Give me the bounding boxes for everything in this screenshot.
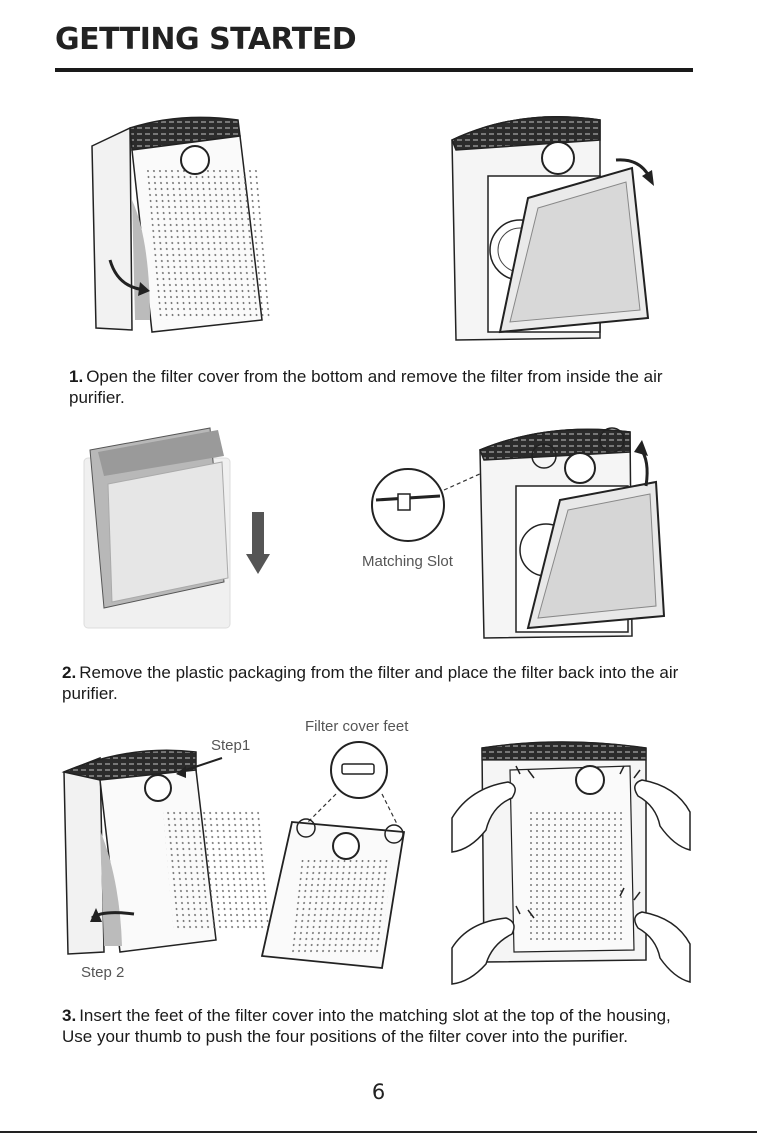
filter-cover-feet-label: Filter cover feet	[305, 718, 409, 735]
matching-slot-label: Matching Slot	[362, 553, 453, 570]
step1-label: Step1	[211, 737, 251, 754]
step-3-number: 3.	[62, 1006, 77, 1025]
step2-label: Step 2	[81, 964, 125, 981]
cover-reinsert-illustration	[61, 749, 270, 955]
filter-unpacking-illustration	[83, 427, 270, 629]
filter-removal-illustration	[451, 116, 654, 341]
cover-feet-illustration	[260, 741, 406, 969]
title-divider	[55, 68, 693, 72]
purifier-closed-illustration	[91, 116, 270, 333]
step-2-instruction: 2.Remove the plastic packaging from the …	[62, 662, 702, 704]
step-1-number: 1.	[69, 367, 84, 386]
push-cover-illustration	[451, 741, 691, 985]
step-2-text: Remove the plastic packaging from the fi…	[62, 663, 679, 703]
step-1-instruction: 1.Open the filter cover from the bottom …	[69, 366, 669, 408]
step-1-text: Open the filter cover from the bottom an…	[69, 367, 663, 407]
bottom-divider	[0, 1131, 757, 1133]
step-3-text: Insert the feet of the filter cover into…	[62, 1006, 671, 1046]
page-title: GETTING STARTED	[55, 22, 357, 57]
matching-slot-illustration	[371, 427, 666, 639]
step-2-number: 2.	[62, 663, 77, 682]
page-number: 6	[371, 1080, 386, 1104]
step-3-instruction: 3.Insert the feet of the filter cover in…	[62, 1005, 702, 1047]
